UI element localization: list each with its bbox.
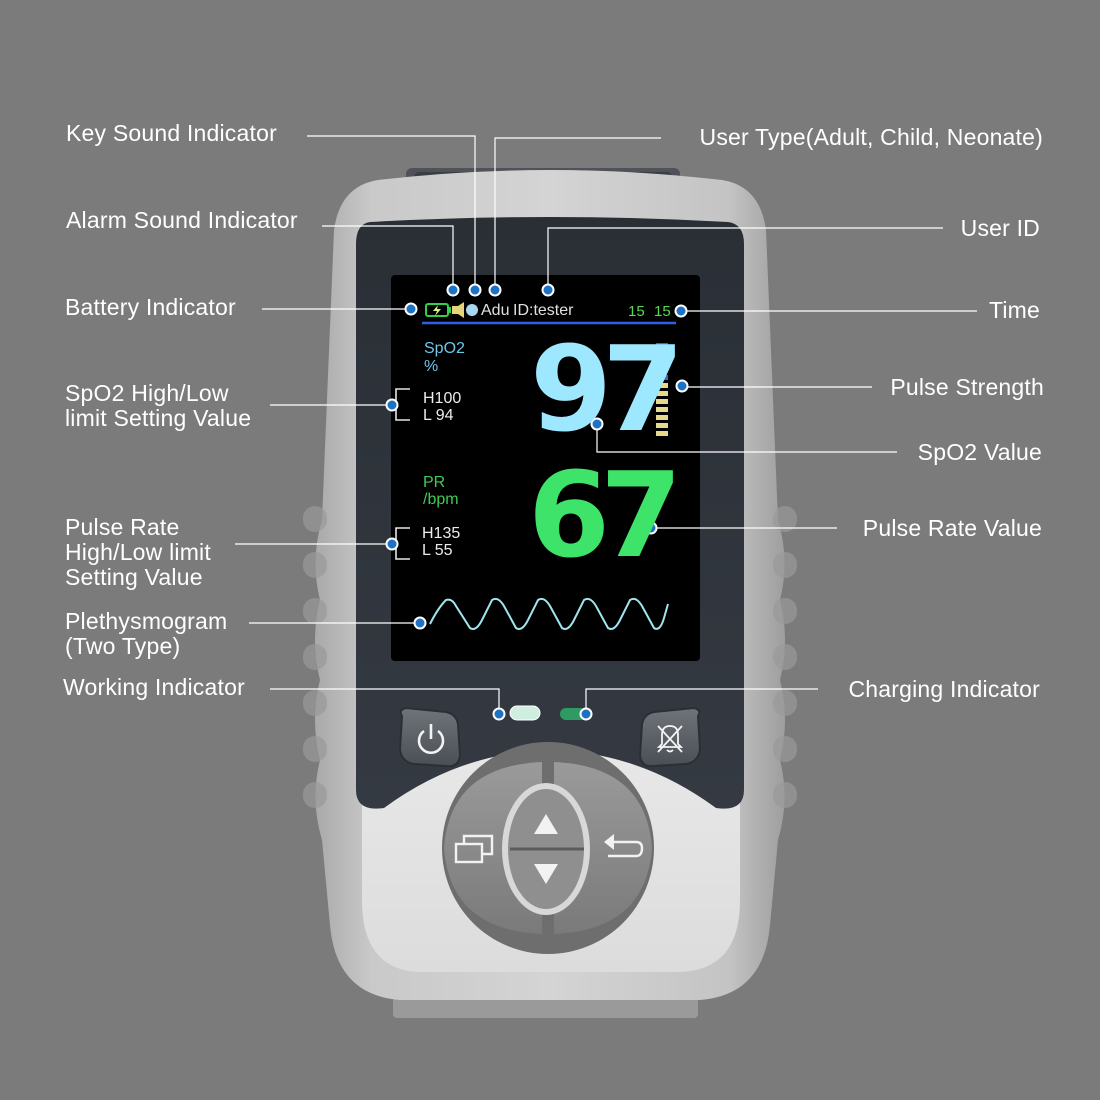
alarm-mute-button[interactable]: [640, 708, 700, 766]
triangle-down-icon: [534, 862, 560, 884]
label-key-sound: Key Sound Indicator: [66, 120, 277, 146]
label-user-type: User Type(Adult, Child, Neonate): [699, 124, 1043, 150]
pulse-strength-bar: [656, 343, 668, 436]
spo2-high-limit: H100: [423, 390, 462, 407]
up-button[interactable]: [510, 792, 584, 848]
label-user-id: User ID: [960, 215, 1040, 241]
label-pleth-line1: Plethysmogram: [65, 608, 228, 634]
pulse-strength-segment: [656, 407, 668, 412]
time-minute: 15: [654, 303, 671, 320]
label-spo2-limit: SpO2 High/Low limit Setting Value: [65, 381, 251, 431]
user-type-text: Adu: [481, 302, 510, 319]
label-pulse-strength: Pulse Strength: [890, 374, 1044, 400]
user-id-text: ID:tester: [513, 302, 574, 319]
pulse-strength-segment: [656, 423, 668, 428]
pulse-strength-segment: [656, 343, 668, 348]
label-pleth-line2: (Two Type): [65, 633, 181, 659]
label-plethysmogram: Plethysmogram (Two Type): [65, 609, 227, 659]
back-button[interactable]: [590, 798, 650, 902]
pulse-strength-segment: [656, 351, 668, 356]
label-spo2-value: SpO2 Value: [917, 439, 1042, 465]
label-time: Time: [988, 297, 1040, 323]
label-battery: Battery Indicator: [65, 294, 236, 320]
pulse-strength-segment: [656, 383, 668, 388]
label-pr-limit-line1: Pulse Rate: [65, 514, 180, 540]
pulse-strength-segment: [656, 391, 668, 396]
label-spo2-limit-line2: limit Setting Value: [65, 405, 252, 431]
plethysmogram-wave: [429, 597, 669, 630]
pulse-strength-segment: [656, 375, 668, 380]
pr-value: 67: [528, 446, 682, 584]
power-button[interactable]: [402, 708, 460, 766]
label-charging: Charging Indicator: [848, 676, 1040, 702]
down-button[interactable]: [510, 850, 584, 906]
label-pr-limit: Pulse Rate High/Low limit Setting Value: [65, 515, 211, 590]
spo2-unit: %: [424, 358, 439, 375]
pulse-strength-segment: [656, 415, 668, 420]
label-pr-limit-line3: Setting Value: [65, 564, 203, 590]
label-spo2-limit-line1: SpO2 High/Low: [65, 380, 229, 406]
bell-slash-icon: [656, 725, 684, 753]
spo2-value: 97: [530, 320, 684, 458]
pr-unit: /bpm: [423, 491, 459, 508]
pr-high-limit: H135: [422, 525, 461, 542]
label-pr-limit-line2: High/Low limit: [65, 539, 211, 565]
pr-label: PR: [423, 474, 446, 491]
pulse-strength-segment: [656, 399, 668, 404]
pulse-strength-segment: [656, 431, 668, 436]
label-alarm-sound: Alarm Sound Indicator: [66, 207, 298, 233]
spo2-label: SpO2: [424, 340, 465, 357]
time-hour: 15: [628, 303, 645, 320]
pr-low-limit: L 55: [422, 542, 453, 559]
menu-button[interactable]: [446, 798, 506, 902]
triangle-up-icon: [534, 812, 560, 834]
menu-windows-icon: [454, 834, 494, 864]
label-pr-value: Pulse Rate Value: [862, 515, 1042, 541]
label-working: Working Indicator: [63, 674, 245, 700]
power-icon: [417, 724, 445, 754]
pulse-strength-segment: [656, 367, 668, 372]
spo2-low-limit: L 94: [423, 407, 454, 424]
return-arrow-icon: [602, 834, 642, 862]
pulse-strength-segment: [656, 359, 668, 364]
